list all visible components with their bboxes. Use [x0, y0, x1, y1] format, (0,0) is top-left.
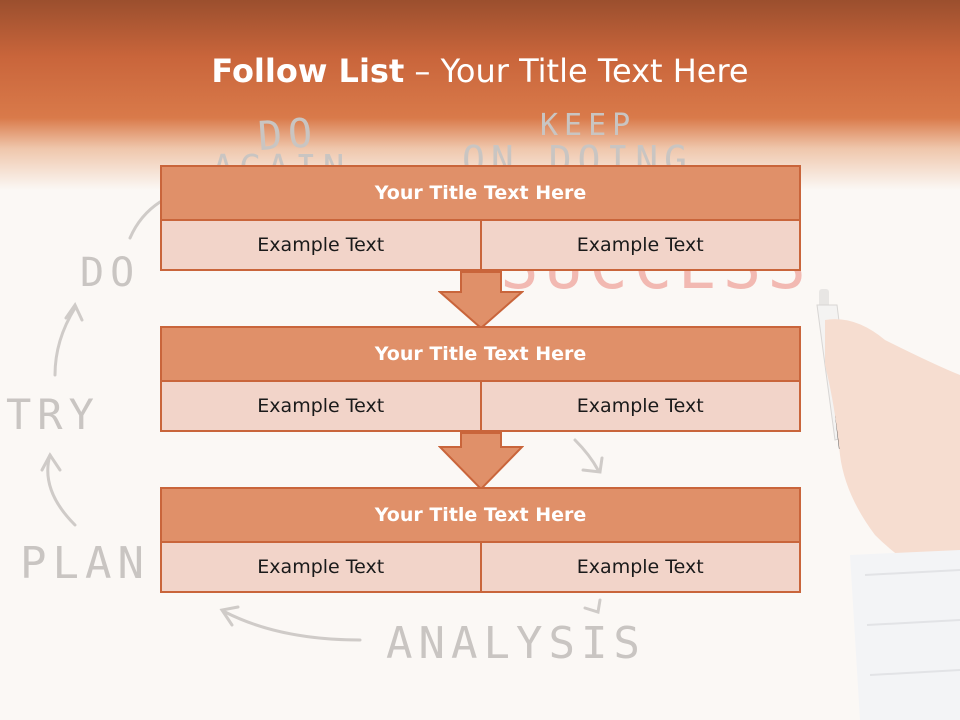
header-band: [0, 0, 960, 190]
flow-block-title: Your Title Text Here: [160, 326, 801, 382]
sketch-word-plan: PLAN: [20, 538, 150, 589]
sketch-word-do: DO: [80, 250, 141, 296]
flow-block-row: Example Text Example Text: [160, 221, 801, 271]
flow-block-1: Your Title Text Here Example Text Exampl…: [160, 165, 801, 271]
sketch-arrow-plan-try: [46, 453, 77, 527]
sketch-arrow-analysis: [583, 598, 602, 614]
flow-block-3: Your Title Text Here Example Text Exampl…: [160, 487, 801, 593]
flow-arrow-2-icon: [438, 432, 524, 491]
sketch-arrow-analysis-plan: [223, 610, 362, 642]
sketch-arrow-down: [573, 438, 600, 472]
sketch-word-analysis: ANALYSIS: [386, 618, 646, 669]
flow-block-cell-left: Example Text: [162, 221, 480, 269]
flow-block-row: Example Text Example Text: [160, 382, 801, 432]
sketch-word-keep: KEEP: [540, 108, 637, 143]
flow-block-cell-right: Example Text: [479, 221, 799, 269]
flow-block-2: Your Title Text Here Example Text Exampl…: [160, 326, 801, 432]
sketch-arrow-do-again: [128, 200, 162, 240]
flow-block-title: Your Title Text Here: [160, 487, 801, 543]
flow-block-cell-right: Example Text: [479, 382, 799, 430]
slide-title-bold: Follow List: [211, 52, 405, 90]
sketch-arrow-try-do: [53, 306, 77, 377]
flow-block-cell-left: Example Text: [162, 382, 480, 430]
sketch-word-try: TRY: [6, 390, 100, 439]
hand-with-marker-image: [816, 289, 960, 720]
flow-block-row: Example Text Example Text: [160, 543, 801, 593]
slide-title-rest: – Your Title Text Here: [404, 52, 749, 90]
flow-arrow-1-icon: [438, 271, 524, 330]
slide-title: Follow List – Your Title Text Here: [0, 52, 960, 90]
flow-block-cell-left: Example Text: [162, 543, 480, 591]
flow-block-cell-right: Example Text: [479, 543, 799, 591]
flow-block-title: Your Title Text Here: [160, 165, 801, 221]
